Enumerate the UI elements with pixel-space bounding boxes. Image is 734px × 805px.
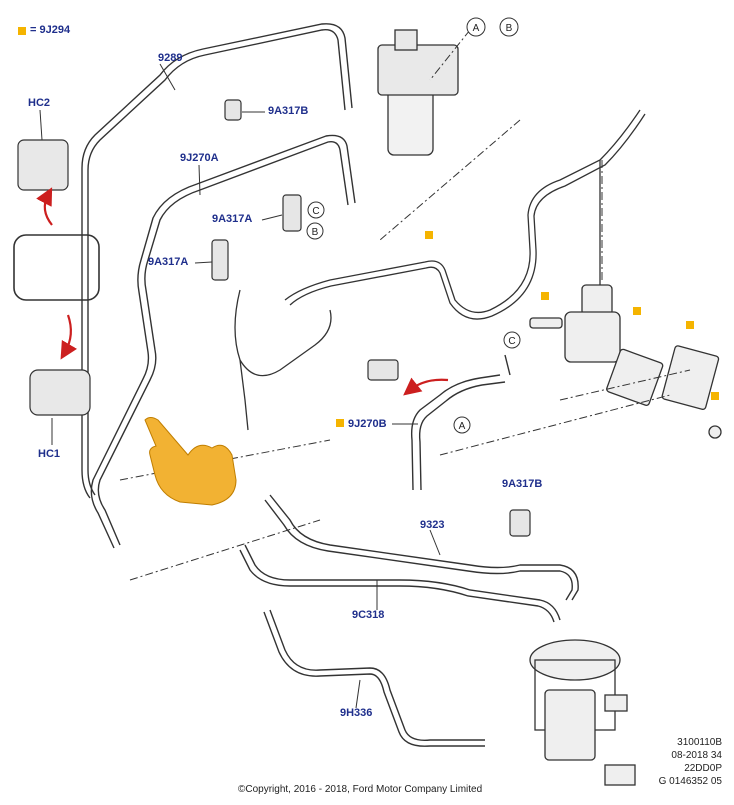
- marker-9J294: [541, 292, 549, 300]
- meta-line-2: 08-2018 34: [671, 750, 722, 761]
- ref-a-bottom: A: [459, 421, 466, 432]
- reference-circles: [306, 17, 521, 434]
- valve-block: [529, 284, 722, 439]
- fuel-line-9J270A: [90, 134, 356, 549]
- label-9a317b-bottom: 9A317B: [502, 478, 543, 490]
- label-9a317b-top: 9A317B: [268, 105, 309, 117]
- label-9h336: 9H336: [340, 707, 373, 719]
- label-9323: 9323: [420, 519, 445, 531]
- label-9j270b: 9J270B: [348, 418, 387, 430]
- label-hc1: HC1: [38, 448, 61, 460]
- marker-9J294: [425, 231, 433, 239]
- connector-9J270B: [410, 354, 511, 491]
- meta-line-3: 22DD0P: [684, 763, 722, 774]
- red-arrow-icon: [60, 314, 78, 360]
- fuel-filter-housing: [377, 29, 459, 156]
- label-9c318: 9C318: [352, 609, 385, 621]
- red-arrows: [36, 187, 449, 396]
- legend-text: = 9J294: [30, 24, 71, 36]
- fuel-line-9289: [81, 23, 353, 499]
- marker-9J294: [686, 321, 694, 329]
- ref-c-2: C: [508, 336, 515, 347]
- marker-9J294: [711, 392, 719, 400]
- marker-9J294: [336, 419, 344, 427]
- red-arrow-icon: [403, 377, 449, 396]
- fuel-line-9C318: [239, 544, 561, 623]
- label-9a317a-1: 9A317A: [212, 213, 253, 225]
- heater-connectors: [13, 139, 100, 416]
- red-arrow-icon: [36, 187, 53, 226]
- meta-line-1: 3100110B: [677, 737, 722, 748]
- fuel-line-9H336: [263, 609, 485, 747]
- drawing-meta: 3100110B 08-2018 34 22DD0P G 0146352 05: [659, 736, 722, 788]
- meta-line-4: G 0146352 05: [658, 776, 722, 787]
- hand-pointer-icon: [144, 417, 237, 506]
- ref-a-top: A: [473, 23, 480, 34]
- label-hc2: HC2: [28, 97, 51, 109]
- ref-b-mid: B: [312, 227, 319, 238]
- label-9289: 9289: [158, 52, 183, 64]
- wiring-harness: [234, 109, 646, 431]
- copyright: ©Copyright, 2016 - 2018, Ford Motor Comp…: [238, 784, 483, 795]
- label-9j270a: 9J270A: [180, 152, 219, 164]
- ref-c-1: C: [312, 206, 319, 217]
- marker-9J294: [633, 307, 641, 315]
- ref-b-top: B: [506, 23, 513, 34]
- fuel-pump-module: [529, 639, 636, 786]
- label-9a317a-2: 9A317A: [148, 256, 189, 268]
- legend-swatch: [18, 27, 26, 35]
- clips: [211, 99, 531, 537]
- fuel-line-9323: [264, 494, 579, 601]
